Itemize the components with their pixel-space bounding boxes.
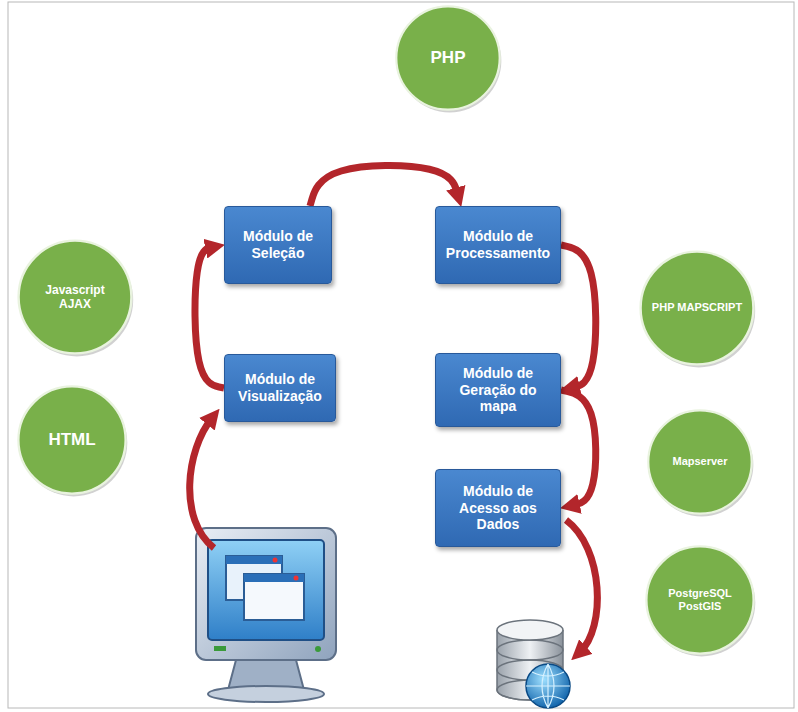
circle-shape (648, 410, 751, 513)
monitor-icon (196, 528, 336, 702)
flow-arrow (566, 520, 597, 652)
technology-label: PHP MAPSCRIPT (651, 301, 744, 314)
module-label: Módulo de Geração do mapa (436, 365, 560, 415)
database-icon (497, 620, 570, 708)
technology-circle: HTML (15, 383, 129, 497)
technology-label: HTML (28, 430, 116, 450)
module-label: Módulo de Visualização (225, 371, 335, 405)
technology-circle: Javascript AJAX (15, 237, 135, 357)
circle-shape (641, 252, 754, 365)
technology-label: Mapserver (658, 455, 743, 468)
flow-arrow (310, 166, 458, 206)
circle-shape (646, 546, 753, 653)
flow-arrow (195, 247, 224, 388)
technology-circle: PHP MAPSCRIPT (637, 248, 757, 368)
module-box: Módulo de Seleção (224, 206, 332, 284)
technology-label: Javascript AJAX (29, 283, 122, 312)
technology-circle: PHP (393, 3, 503, 113)
flow-arrow (561, 390, 596, 506)
flow-arrow (190, 418, 214, 548)
technology-label: PHP (406, 48, 491, 68)
module-label: Módulo de Acesso aos Dados (436, 483, 560, 533)
module-label: Módulo de Processamento (436, 228, 560, 262)
module-box: Módulo de Visualização (224, 354, 336, 422)
circle-shape (396, 6, 499, 109)
module-box: Módulo de Processamento (435, 206, 561, 284)
module-box: Módulo de Acesso aos Dados (435, 469, 561, 547)
circle-shape (18, 386, 125, 493)
frame (8, 2, 794, 708)
module-label: Módulo de Seleção (225, 228, 331, 262)
circle-shape (19, 241, 132, 354)
technology-circle: PostgreSQL PostGIS (643, 543, 757, 657)
flow-arrow (561, 245, 596, 388)
technology-label: PostgreSQL PostGIS (656, 587, 744, 613)
technology-circle: Mapserver (645, 407, 755, 517)
module-box: Módulo de Geração do mapa (435, 353, 561, 427)
